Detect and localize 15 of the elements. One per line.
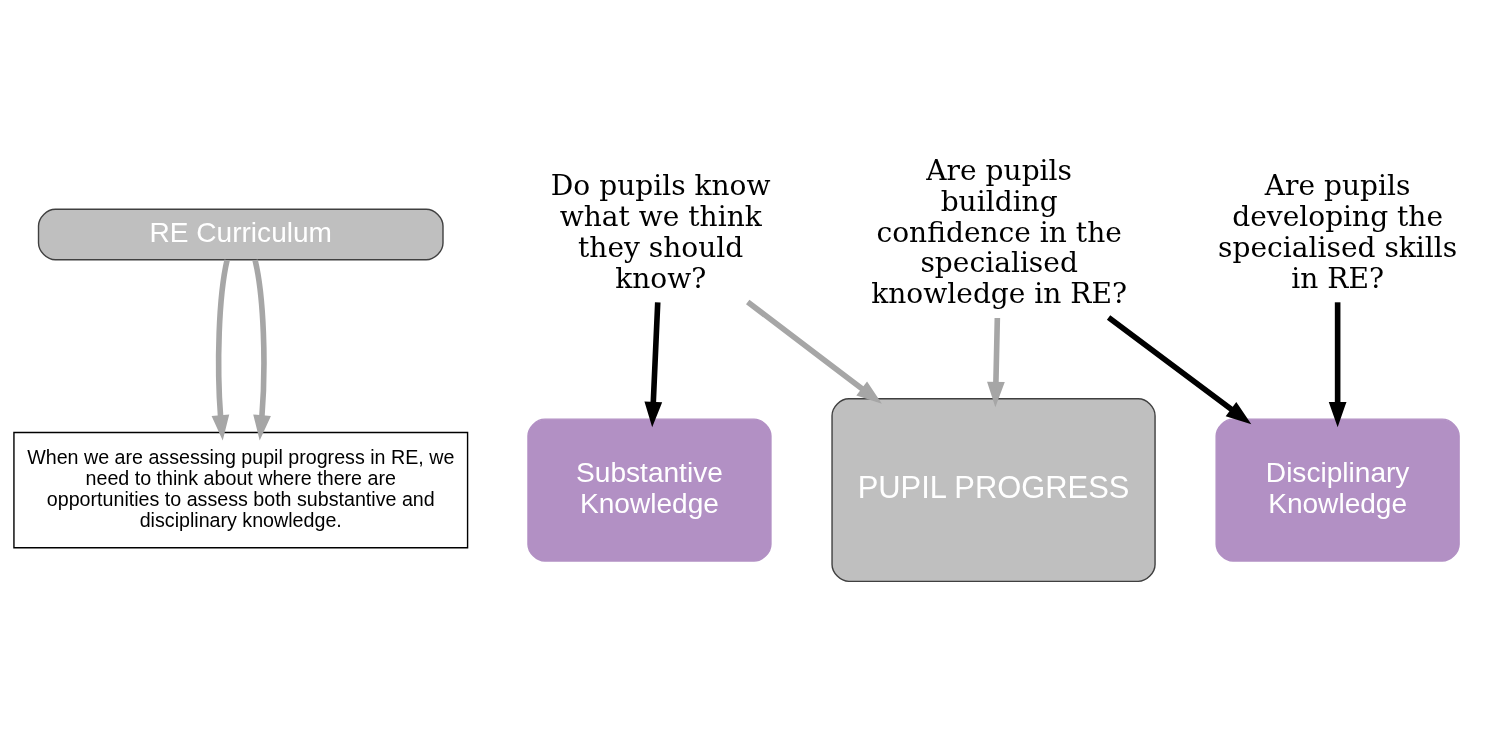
arrow: [644, 302, 663, 428]
arrow: [252, 259, 271, 441]
node-box: RE Curriculum: [37, 208, 444, 261]
node-box: Disciplinary Knowledge: [1215, 418, 1460, 562]
node-text: Are pupils building confidence in the specialised knowledge in RE?: [871, 153, 1128, 311]
arrow: [1106, 315, 1252, 425]
node-text: Are pupils developing the specialised skills in RE?: [1218, 169, 1458, 295]
node-box: Substantive Knowledge: [527, 418, 772, 562]
arrow: [746, 299, 882, 404]
arrow: [1328, 302, 1347, 428]
arrow: [987, 317, 1005, 408]
node-text: Do pupils know what we think they should know?: [550, 169, 771, 295]
arrow: [211, 259, 230, 441]
node-box: PUPIL PROGRESS: [831, 398, 1156, 583]
node-box: When we are assessing pupil progress in RE, we need to think about where there are opportunities to assess both substantive and disciplinary knowledge.: [13, 431, 469, 549]
